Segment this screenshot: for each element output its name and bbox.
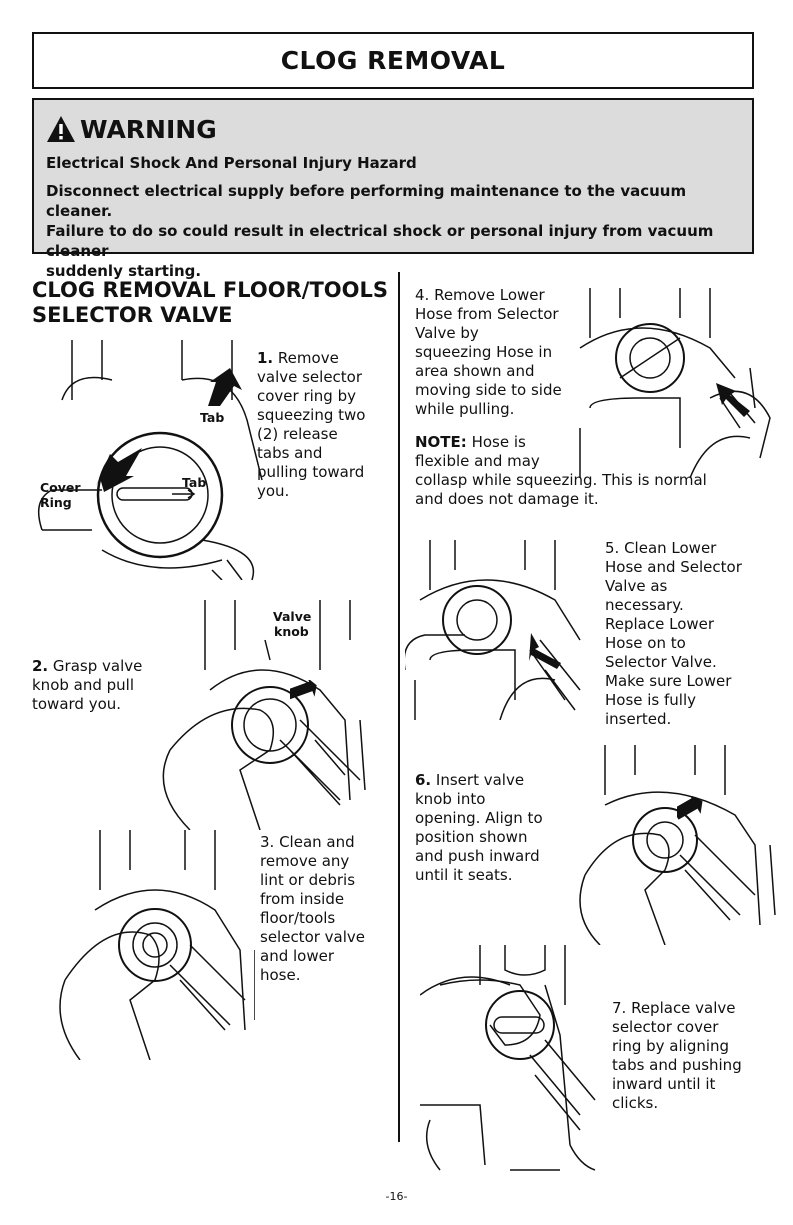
illustration-remove-hose bbox=[560, 288, 790, 488]
step-line: tabs and pushing bbox=[612, 1056, 742, 1074]
step-line: (2) release bbox=[257, 425, 338, 443]
note-line: Hose is bbox=[471, 433, 526, 451]
step-5: 5. Clean Lower Hose and Selector Valve a… bbox=[605, 539, 742, 729]
step-line: until it seats. bbox=[415, 866, 513, 884]
step-line: squeezing Hose in bbox=[415, 343, 553, 361]
step-line: necessary. bbox=[605, 596, 684, 614]
step-number: 6. bbox=[415, 771, 432, 789]
note-line: flexible and may bbox=[415, 452, 540, 470]
step-line: while pulling. bbox=[415, 400, 515, 418]
step-1: 1. Remove valve selector cover ring by s… bbox=[257, 349, 365, 501]
step-line: tabs and bbox=[257, 444, 323, 462]
step-line: position shown bbox=[415, 828, 528, 846]
warning-heading: WARNING bbox=[80, 114, 217, 144]
step-line: Make sure Lower bbox=[605, 672, 732, 690]
step-line: floor/tools bbox=[260, 909, 336, 927]
step-line: Selector Valve. bbox=[605, 653, 717, 671]
step-3: 3. Clean and remove any lint or debris f… bbox=[260, 833, 365, 985]
step-line: Valve by bbox=[415, 324, 479, 342]
tab-label: Tab bbox=[182, 475, 207, 490]
illustration-insert-knob bbox=[565, 745, 785, 945]
warning-box: WARNING Electrical Shock And Personal In… bbox=[32, 98, 754, 280]
page-title: CLOG REMOVAL bbox=[280, 46, 506, 75]
arrow-icon bbox=[208, 368, 242, 406]
step-line: Hose on to bbox=[605, 634, 686, 652]
step-line: and push inward bbox=[415, 847, 540, 865]
step-line: and lower bbox=[260, 947, 334, 965]
step-line: toward you. bbox=[32, 695, 122, 713]
knob-label: knob bbox=[274, 624, 309, 639]
valve-label: Valve bbox=[273, 609, 312, 624]
note-line: collasp while squeezing. This is normal bbox=[415, 471, 707, 489]
illustration-clean-valve bbox=[55, 830, 255, 1060]
step-line: hose. bbox=[260, 966, 301, 984]
step-line: knob into bbox=[415, 790, 486, 808]
step-line: lint or debris bbox=[260, 871, 356, 889]
step-line: valve selector bbox=[257, 368, 363, 386]
warning-header: WARNING bbox=[46, 110, 742, 148]
step-line: clicks. bbox=[612, 1094, 659, 1112]
step-line: Remove bbox=[277, 349, 339, 367]
step-line: 3. Clean and bbox=[260, 833, 355, 851]
step-line: knob and pull bbox=[32, 676, 135, 694]
step-4: 4. Remove Lower Hose from Selector Valve… bbox=[415, 286, 562, 419]
cover-label: Cover bbox=[40, 480, 81, 495]
step-line: Hose is fully bbox=[605, 691, 697, 709]
illustration-valve-knob bbox=[150, 600, 380, 830]
step-line: you. bbox=[257, 482, 290, 500]
tab-label: Tab bbox=[200, 410, 225, 425]
step-line: selector valve bbox=[260, 928, 366, 946]
column-divider bbox=[398, 272, 400, 1142]
step-line: moving side to side bbox=[415, 381, 562, 399]
step-line: Hose from Selector bbox=[415, 305, 559, 323]
warning-line: suddenly starting. bbox=[46, 262, 202, 280]
warning-line: Failure to do so could result in electri… bbox=[46, 222, 714, 260]
arrow-icon bbox=[96, 448, 142, 492]
step-line: remove any bbox=[260, 852, 350, 870]
warning-body: Disconnect electrical supply before perf… bbox=[46, 181, 742, 281]
arrow-icon bbox=[716, 383, 750, 417]
step-line: from inside bbox=[260, 890, 345, 908]
step-line: ring by aligning bbox=[612, 1037, 730, 1055]
illustration-replace-cover bbox=[420, 945, 610, 1175]
step-line: Replace Lower bbox=[605, 615, 715, 633]
step-line: pulling toward bbox=[257, 463, 365, 481]
warning-triangle-icon bbox=[47, 116, 75, 142]
step-line: area shown and bbox=[415, 362, 535, 380]
note: NOTE: Hose is flexible and may collasp w… bbox=[415, 433, 707, 509]
step-line: inward until it bbox=[612, 1075, 716, 1093]
step-line: squeezing two bbox=[257, 406, 366, 424]
ring-label: Ring bbox=[40, 495, 72, 510]
step-line: inserted. bbox=[605, 710, 672, 728]
step-line: cover ring by bbox=[257, 387, 356, 405]
note-line: and does not damage it. bbox=[415, 490, 599, 508]
section-heading-line: SELECTOR VALVE bbox=[32, 303, 233, 327]
warning-line: Disconnect electrical supply before perf… bbox=[46, 182, 687, 220]
step-6: 6. Insert valve knob into opening. Align… bbox=[415, 771, 543, 885]
step-line: opening. Align to bbox=[415, 809, 543, 827]
step-number: 1. bbox=[257, 349, 274, 367]
arrow-icon bbox=[677, 796, 703, 820]
step-number: 2. bbox=[32, 657, 49, 675]
title-box: CLOG REMOVAL bbox=[32, 32, 754, 89]
note-label: NOTE: bbox=[415, 433, 467, 451]
page-number: -16- bbox=[385, 1190, 408, 1203]
step-line: 4. Remove Lower bbox=[415, 286, 545, 304]
warning-subtitle: Electrical Shock And Personal Injury Haz… bbox=[46, 154, 417, 172]
step-line: Valve as bbox=[605, 577, 668, 595]
step-2: 2. Grasp valve knob and pull toward you. bbox=[32, 657, 142, 714]
step-line: Insert valve bbox=[435, 771, 525, 789]
section-heading-line: CLOG REMOVAL FLOOR/TOOLS bbox=[32, 278, 388, 302]
step-line: selector cover bbox=[612, 1018, 719, 1036]
step-line: 7. Replace valve bbox=[612, 999, 736, 1017]
illustration-replace-hose bbox=[405, 540, 590, 720]
section-heading: CLOG REMOVAL FLOOR/TOOLS SELECTOR VALVE bbox=[32, 278, 392, 328]
arrow-icon bbox=[290, 680, 317, 700]
step-line: Grasp valve bbox=[52, 657, 143, 675]
step-7: 7. Replace valve selector cover ring by … bbox=[612, 999, 742, 1113]
arrow-icon bbox=[529, 633, 561, 669]
step-line: Hose and Selector bbox=[605, 558, 742, 576]
step-line: 5. Clean Lower bbox=[605, 539, 717, 557]
